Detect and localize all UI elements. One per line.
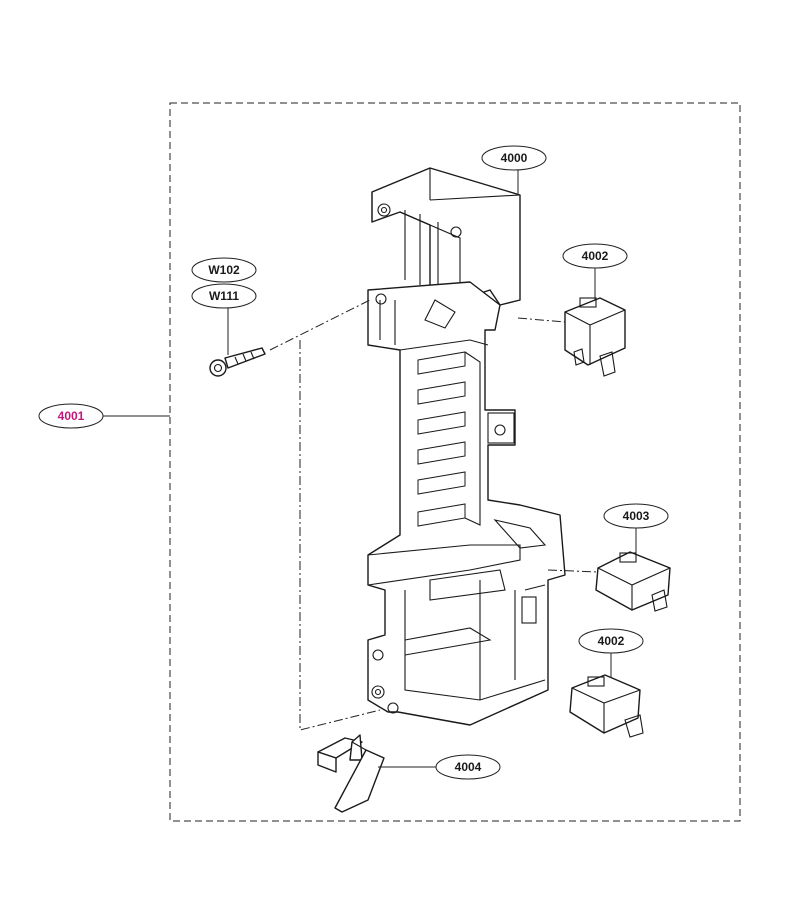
callout-4004: 4004 (435, 754, 501, 780)
callout-4000-text: 4000 (501, 151, 528, 165)
latch-slats (417, 351, 481, 527)
lever-assembly-line (299, 340, 381, 731)
callout-4004-text: 4004 (455, 760, 482, 774)
micro-switch-top (564, 297, 626, 377)
callout-4002-bottom: 4002 (578, 628, 644, 654)
callout-4000: 4000 (481, 145, 547, 171)
latch-board-part (367, 167, 566, 726)
door-lever-part (317, 734, 385, 813)
callout-4002-bottom-text: 4002 (598, 634, 625, 648)
micro-switch-bottom (569, 674, 644, 738)
switch-middle-assembly-line (547, 569, 599, 573)
micro-switch-middle (595, 551, 671, 612)
screw-part (209, 347, 266, 377)
callout-w111: W111 (191, 283, 257, 309)
callout-4001-text: 4001 (58, 409, 85, 423)
assembly-boundary (169, 102, 741, 822)
callout-w102-text: W102 (208, 263, 240, 277)
callout-4003: 4003 (603, 503, 669, 529)
callout-4002-top-text: 4002 (582, 249, 609, 263)
callout-4001: 4001 (38, 403, 104, 429)
switch-top-assembly-line (517, 317, 566, 323)
screw-assembly-line (269, 299, 371, 351)
callout-w111-text: W111 (209, 289, 239, 303)
callout-4003-text: 4003 (623, 509, 650, 523)
callout-w102: W102 (191, 257, 257, 283)
callout-4002-top: 4002 (562, 243, 628, 269)
